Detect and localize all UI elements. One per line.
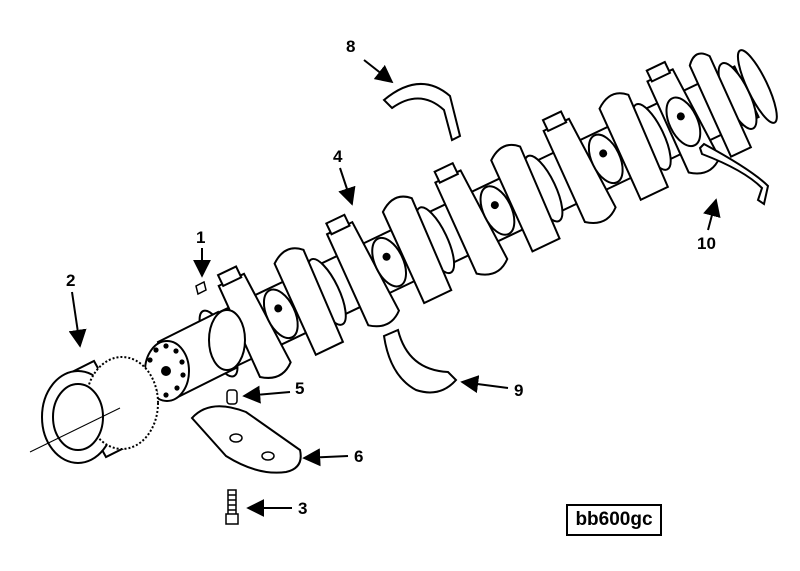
dowel	[226, 389, 238, 405]
counterweight-blocks	[216, 60, 672, 288]
callout-10: 10	[697, 234, 716, 253]
callout-9: 9	[514, 381, 523, 400]
callout-5: 5	[295, 379, 304, 398]
gear-centerline	[29, 407, 121, 453]
callout-1: 1	[196, 228, 205, 247]
rear-flange	[736, 49, 778, 124]
crankshaft	[191, 49, 778, 379]
crankshaft-nose	[144, 309, 246, 402]
bolt	[225, 489, 239, 525]
callout-6: 6	[354, 447, 363, 466]
lower-bearing-shell	[382, 328, 458, 394]
callout-3: 3	[298, 499, 307, 518]
callout-2: 2	[66, 271, 75, 290]
callout-4: 4	[333, 147, 343, 166]
leader-arrows	[68, 59, 721, 517]
thrust-ring	[698, 142, 770, 206]
key	[195, 280, 207, 296]
oil-holes	[274, 112, 685, 313]
counterweight	[190, 405, 302, 474]
crankshaft-gear	[41, 356, 159, 464]
reference-code-label: bb600gc	[566, 504, 662, 536]
upper-bearing-shell	[382, 82, 462, 142]
callout-8: 8	[346, 37, 355, 56]
main-journals	[198, 62, 758, 378]
rod-journals	[262, 96, 702, 340]
